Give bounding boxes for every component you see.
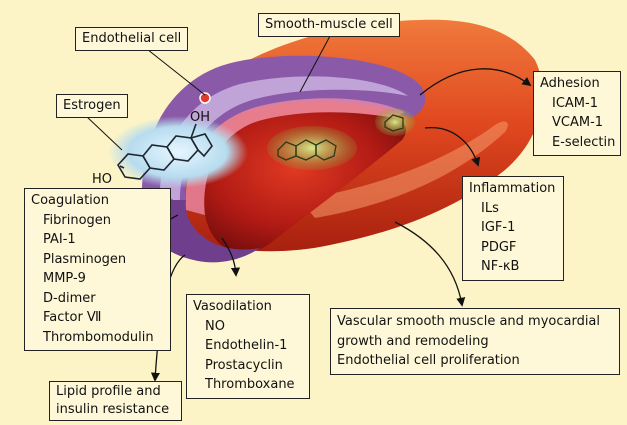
lipid-box: Lipid profile and insulin resistance <box>49 381 182 421</box>
vascular-line: growth and remodeling <box>337 332 613 352</box>
coagulation-item: MMP-9 <box>31 269 164 289</box>
coagulation-item: D-dimer <box>31 289 164 309</box>
smooth-muscle-cell-text: Smooth-muscle cell <box>265 17 393 32</box>
vasodilation-title: Vasodilation <box>193 297 303 317</box>
adhesion-item: ICAM-1 <box>540 94 614 114</box>
coagulation-item: Fibrinogen <box>31 211 164 231</box>
vascular-growth-box: Vascular smooth muscle and myocardial gr… <box>330 308 620 375</box>
vasodilation-item: Thromboxane <box>193 375 303 395</box>
vascular-line: Endothelial cell proliferation <box>337 351 613 371</box>
adhesion-item: E-selectin <box>540 133 614 153</box>
coagulation-item: Factor Ⅶ <box>31 308 164 328</box>
coagulation-item: Plasminogen <box>31 250 164 270</box>
coagulation-item: PAI-1 <box>31 230 164 250</box>
inflammation-item: NF-κB <box>469 257 557 277</box>
inflammation-title: Inflammation <box>469 179 557 199</box>
ho-label: HO <box>92 172 112 187</box>
lipid-line: insulin resistance <box>56 401 175 419</box>
inflammation-item: PDGF <box>469 238 557 258</box>
endothelial-cell-label: Endothelial cell <box>75 27 188 51</box>
estrogen-text: Estrogen <box>63 98 121 113</box>
adhesion-item: VCAM-1 <box>540 113 614 133</box>
vascular-line: Vascular smooth muscle and myocardial <box>337 312 613 332</box>
inflammation-item: IGF-1 <box>469 218 557 238</box>
molecule-glow-2 <box>375 108 415 136</box>
vasodilation-box: Vasodilation NO Endothelin-1 Prostacycli… <box>186 294 310 399</box>
endothelial-cell-text: Endothelial cell <box>82 31 181 46</box>
vasodilation-item: Endothelin-1 <box>193 336 303 356</box>
coagulation-box: Coagulation Fibrinogen PAI-1 Plasminogen… <box>24 188 171 351</box>
oh-label: OH <box>190 110 210 125</box>
coagulation-title: Coagulation <box>31 191 164 211</box>
vasodilation-item: NO <box>193 317 303 337</box>
adhesion-box: Adhesion ICAM-1 VCAM-1 E-selectin <box>533 71 621 156</box>
estrogen-label: Estrogen <box>56 94 128 118</box>
vasodilation-item: Prostacyclin <box>193 356 303 376</box>
smooth-muscle-cell-label: Smooth-muscle cell <box>258 13 400 37</box>
lipid-line: Lipid profile and <box>56 383 175 401</box>
inflammation-box: Inflammation ILs IGF-1 PDGF NF-κB <box>462 176 564 281</box>
coagulation-item: Thrombomodulin <box>31 328 164 348</box>
adhesion-title: Adhesion <box>540 74 614 94</box>
inflammation-item: ILs <box>469 199 557 219</box>
